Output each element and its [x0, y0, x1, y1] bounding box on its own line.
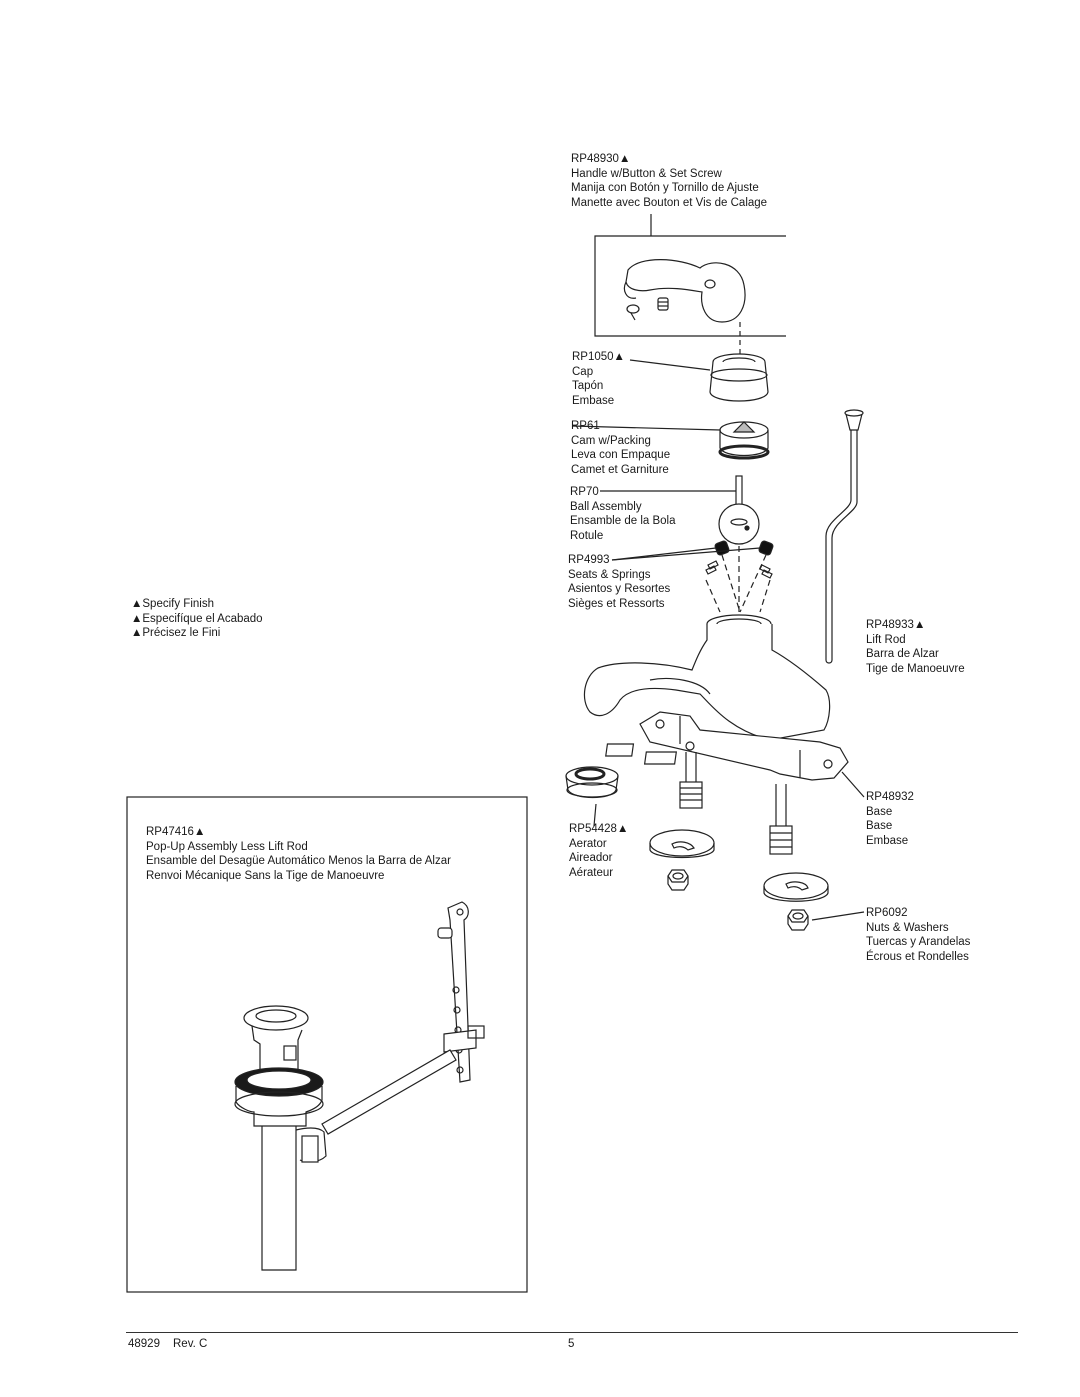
cap-part-number: RP1050▲ [572, 351, 625, 363]
lift-rod-desc-en: Lift Rod [866, 633, 906, 646]
popup-box-outline [126, 796, 528, 1293]
handle-drawing [623, 259, 746, 323]
nut-left-drawing [667, 869, 689, 891]
nuts-desc-es: Tuercas y Arandelas [866, 936, 971, 948]
ball-desc-en: Ball Assembly [570, 500, 642, 513]
aerator-desc-en: Aerator [569, 837, 607, 850]
cap-label: RP1050▲ Cap Tapón Embase [572, 350, 625, 408]
seats-desc-es: Asientos y Resortes [568, 583, 671, 595]
popup-desc-fr: Renvoi Mécanique Sans la Tige de Manoeuv… [146, 869, 385, 882]
aerator-drawing [565, 766, 619, 799]
footer-rule [126, 1332, 1018, 1333]
handle-desc-fr: Manette avec Bouton et Vis de Calage [571, 196, 768, 209]
finish-note: ▲Specify Finish ▲Especifíque el Acabado … [131, 597, 263, 641]
ball-label: RP70 Ball Assembly Ensamble de la Bola R… [570, 485, 675, 543]
cap-desc-en: Cap [572, 365, 594, 378]
shank-left-drawing [679, 752, 703, 809]
seats-desc-en: Seats & Springs [568, 568, 651, 581]
cam-drawing [718, 421, 770, 460]
base-desc-en: Base [866, 805, 893, 818]
cap-desc-es: Tapón [572, 380, 604, 392]
nuts-leader [811, 911, 865, 921]
seats-leader-b [611, 547, 761, 561]
footer-revision: Rev. C [173, 1338, 208, 1350]
aerator-leader [593, 803, 597, 827]
aerator-desc-es: Aireador [569, 852, 613, 864]
ball-drawing [718, 475, 760, 545]
footer-doc-number: 48929 [128, 1338, 160, 1350]
lift-rod-drawing [825, 409, 864, 664]
lift-rod-desc-es: Barra de Alzar [866, 648, 939, 660]
ball-desc-es: Ensamble de la Bola [570, 515, 676, 527]
popup-desc-es: Ensamble del Desagüe Automático Menos la… [146, 855, 451, 867]
handle-box-outline [594, 235, 786, 337]
ball-desc-fr: Rotule [570, 529, 604, 542]
popup-part-number: RP47416▲ [146, 826, 206, 838]
cam-desc-en: Cam w/Packing [571, 434, 651, 447]
cam-part-number: RP61 [571, 420, 600, 432]
lift-rod-part-number: RP48933▲ [866, 619, 926, 631]
handle-desc-en: Handle w/Button & Set Screw [571, 167, 722, 180]
base-part-number: RP48932 [866, 791, 914, 803]
popup-desc-en: Pop-Up Assembly Less Lift Rod [146, 840, 308, 853]
ball-part-number: RP70 [570, 486, 599, 498]
washer-right-drawing [763, 872, 829, 902]
finish-note-en: ▲Specify Finish [131, 598, 214, 610]
footer-page-number: 5 [568, 1338, 575, 1350]
seats-desc-fr: Sièges et Ressorts [568, 597, 665, 610]
aerator-desc-fr: Aérateur [569, 866, 614, 879]
lift-rod-label: RP48933▲ Lift Rod Barra de Alzar Tige de… [866, 618, 965, 676]
nuts-part-number: RP6092 [866, 907, 908, 919]
aerator-label: RP54428▲ Aerator Aireador Aérateur [569, 822, 628, 880]
seats-part-number: RP4993 [568, 554, 610, 566]
handle-part-number: RP48930▲ [571, 153, 631, 165]
handle-label: RP48930▲ Handle w/Button & Set Screw Man… [571, 152, 767, 210]
popup-label: RP47416▲ Pop-Up Assembly Less Lift Rod E… [146, 825, 451, 883]
cap-drawing [709, 353, 769, 402]
nuts-label: RP6092 Nuts & Washers Tuercas y Arandela… [866, 906, 970, 964]
cam-leader [571, 425, 721, 431]
lift-rod-desc-fr: Tige de Manoeuvre [866, 662, 965, 675]
seats-label: RP4993 Seats & Springs Asientos y Resort… [568, 553, 670, 611]
finish-note-fr: ▲Précisez le Fini [131, 627, 221, 639]
cam-label: RP61 Cam w/Packing Leva con Empaque Came… [571, 419, 670, 477]
shank-right-drawing [769, 784, 793, 855]
base-leader [841, 771, 865, 798]
faucet-body-drawing [583, 614, 831, 741]
cap-leader [629, 359, 711, 371]
cam-desc-fr: Camet et Garniture [571, 463, 669, 476]
nut-right-drawing [787, 909, 809, 931]
popup-assembly-drawing [234, 901, 485, 1271]
cap-desc-fr: Embase [572, 394, 615, 407]
nuts-desc-fr: Écrous et Rondelles [866, 950, 969, 963]
cam-desc-es: Leva con Empaque [571, 449, 671, 461]
handle-desc-es: Manija con Botón y Tornillo de Ajuste [571, 182, 759, 194]
base-desc-es: Base [866, 820, 893, 832]
base-plate-drawing [605, 711, 849, 781]
aerator-part-number: RP54428▲ [569, 823, 629, 835]
finish-note-es: ▲Especifíque el Acabado [131, 612, 263, 625]
base-desc-fr: Embase [866, 834, 909, 847]
base-label: RP48932 Base Base Embase [866, 790, 914, 848]
washer-left-drawing [649, 829, 715, 859]
nuts-desc-en: Nuts & Washers [866, 921, 949, 934]
